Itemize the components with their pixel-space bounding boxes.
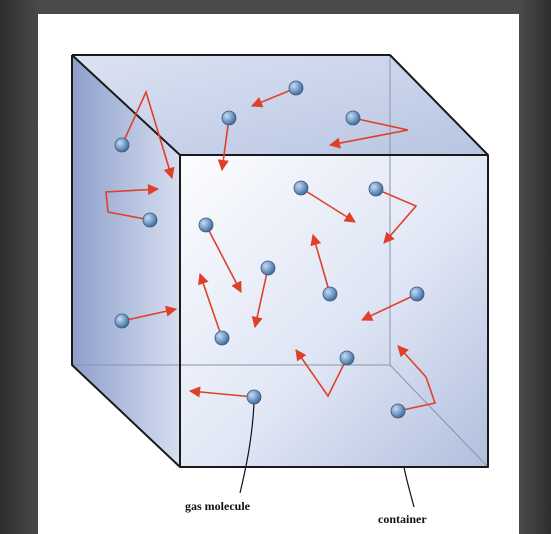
box-hidden-edges bbox=[72, 55, 489, 468]
velocity-arrow-icon bbox=[121, 89, 175, 180]
container-label: container bbox=[378, 512, 427, 526]
velocity-arrow-icon bbox=[250, 87, 297, 108]
container-callout-line bbox=[403, 466, 415, 508]
velocity-arrow-icon bbox=[360, 293, 418, 321]
velocity-arrow-icon bbox=[397, 345, 437, 412]
gas-molecule-icon bbox=[260, 260, 276, 276]
velocity-arrow-icon bbox=[205, 224, 242, 293]
gas-molecule-icon bbox=[322, 286, 338, 302]
velocity-arrow-icon bbox=[188, 386, 255, 398]
gas-molecule-icon bbox=[221, 110, 237, 126]
gas-molecule-icon bbox=[246, 389, 262, 405]
gas-molecule-icon bbox=[114, 313, 130, 329]
gas-molecules bbox=[114, 80, 425, 419]
velocity-arrow-icon bbox=[310, 233, 331, 295]
gas-molecule-icon bbox=[114, 137, 130, 153]
velocity-arrow-icon bbox=[217, 117, 230, 172]
gas-molecule-icon bbox=[409, 286, 425, 302]
gas-molecule-icon bbox=[198, 217, 214, 233]
gas-molecule-icon bbox=[142, 212, 158, 228]
gas-molecule-icon bbox=[390, 403, 406, 419]
box-left-face bbox=[72, 55, 180, 467]
velocity-arrow-icon bbox=[197, 272, 223, 339]
gas-molecule-icon bbox=[288, 80, 304, 96]
velocity-arrow-icon bbox=[251, 267, 269, 329]
gas-molecule-callout-line bbox=[239, 403, 255, 494]
box-top-face bbox=[72, 55, 488, 155]
gas-molecule-icon bbox=[368, 181, 384, 197]
box-visible-edges bbox=[71, 54, 489, 468]
container-box bbox=[71, 54, 489, 468]
velocity-arrow-icon bbox=[295, 349, 348, 398]
velocity-arrow-icon bbox=[105, 183, 160, 221]
velocity-arrows bbox=[105, 87, 437, 412]
gas-molecule-icon bbox=[293, 180, 309, 196]
gas-molecule-icon bbox=[214, 330, 230, 346]
box-front-face bbox=[180, 155, 488, 467]
gas-molecule-label: gas molecule bbox=[185, 499, 251, 513]
velocity-arrow-icon bbox=[300, 187, 356, 223]
gas-molecule-icon bbox=[345, 110, 361, 126]
velocity-arrow-icon bbox=[328, 117, 409, 149]
velocity-arrow-icon bbox=[121, 305, 178, 322]
gas-molecule-icon bbox=[339, 350, 355, 366]
callout-lines bbox=[239, 403, 415, 508]
velocity-arrow-icon bbox=[375, 188, 418, 244]
